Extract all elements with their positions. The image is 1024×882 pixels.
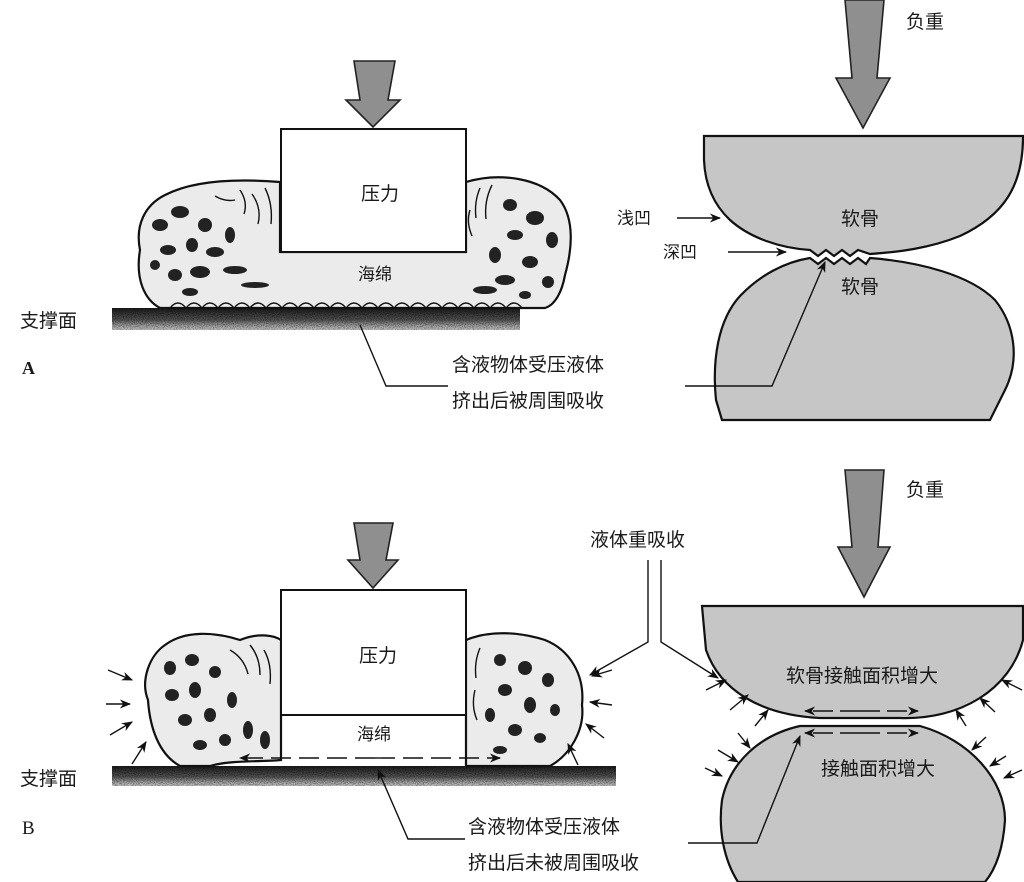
load-arrow-b bbox=[836, 469, 892, 599]
sponge-b-left bbox=[144, 632, 283, 768]
caption-b-line2: 挤出后未被周围吸收 bbox=[468, 852, 639, 874]
sponge-label-b: 海绵 bbox=[357, 725, 391, 745]
sponge-b-pores bbox=[164, 654, 560, 754]
sponge-b-right bbox=[464, 632, 584, 768]
inflow-arrows-b-cartilage bbox=[704, 679, 1023, 779]
support-label-b: 支撑面 bbox=[20, 768, 77, 790]
sponge-a-pores bbox=[150, 199, 558, 299]
load-label-b: 负重 bbox=[906, 479, 944, 501]
panel-b-cartilage: 负重 软骨接触面积增大 接触面积增大 bbox=[688, 469, 1024, 882]
upper-cartilage-label-b: 软骨接触面积增大 bbox=[786, 665, 938, 687]
load-arrow-a bbox=[834, 0, 892, 130]
reabsorption-label: 液体重吸收 bbox=[590, 529, 685, 551]
sponge-a-texture bbox=[214, 184, 493, 237]
support-label-a: 支撑面 bbox=[20, 310, 77, 332]
load-label-a: 负重 bbox=[906, 11, 944, 33]
support-surface-b bbox=[112, 766, 616, 786]
leader-b-sponge bbox=[377, 768, 465, 840]
leader-a-cartilage bbox=[685, 260, 826, 387]
sponge-b-texture bbox=[229, 644, 481, 721]
reabsorb-leader-left bbox=[589, 560, 649, 676]
leader-a-sponge bbox=[359, 324, 448, 387]
support-surface-a bbox=[112, 308, 520, 330]
lower-cartilage-label-a: 软骨 bbox=[841, 276, 879, 298]
panel-b-sponge: 压力 海绵 支撑面 B 含液物体受压液体 挤出后未被周围吸收 bbox=[20, 522, 639, 874]
pressure-arrow-b bbox=[346, 522, 400, 590]
lower-cartilage-b bbox=[719, 724, 1007, 882]
contact-spread-arrows-b bbox=[803, 706, 920, 738]
panel-letter-b: B bbox=[22, 818, 35, 839]
shallow-pit-label: 浅凹 bbox=[617, 209, 651, 229]
pressure-arrow-a bbox=[344, 60, 402, 129]
reabsorb-leader-right bbox=[660, 560, 719, 679]
caption-a-line1: 含液物体受压液体 bbox=[452, 354, 604, 376]
upper-cartilage-b bbox=[700, 604, 1024, 720]
caption-b-line1: 含液物体受压液体 bbox=[468, 816, 620, 838]
panel-a-sponge: 压力 海绵 支撑面 A 含液物体受压液体 挤出后被周围吸收 bbox=[20, 60, 604, 412]
caption-a-line2: 挤出后被周围吸收 bbox=[452, 390, 604, 412]
pressure-label-a: 压力 bbox=[361, 183, 399, 205]
panel-letter-a: A bbox=[22, 358, 35, 378]
deep-pit-label: 深凹 bbox=[663, 243, 697, 263]
inflow-arrows-b-left bbox=[106, 669, 147, 765]
reabsorption-callout: 液体重吸收 bbox=[589, 529, 719, 679]
panel-a-cartilage: 负重 软骨 软骨 浅凹 深凹 bbox=[617, 0, 1024, 422]
sponge-label-a: 海绵 bbox=[358, 265, 392, 285]
pressure-block-a bbox=[280, 128, 467, 253]
leader-b-cartilage bbox=[688, 734, 801, 844]
lower-cartilage-label-b: 接触面积增大 bbox=[821, 758, 935, 780]
pressure-label-b: 压力 bbox=[359, 645, 397, 667]
sponge-a-bumps bbox=[169, 302, 523, 310]
lower-cartilage-a bbox=[713, 256, 1015, 422]
pressure-block-b bbox=[280, 589, 467, 716]
upper-cartilage-a bbox=[702, 134, 1024, 258]
upper-cartilage-label-a: 软骨 bbox=[841, 208, 879, 230]
